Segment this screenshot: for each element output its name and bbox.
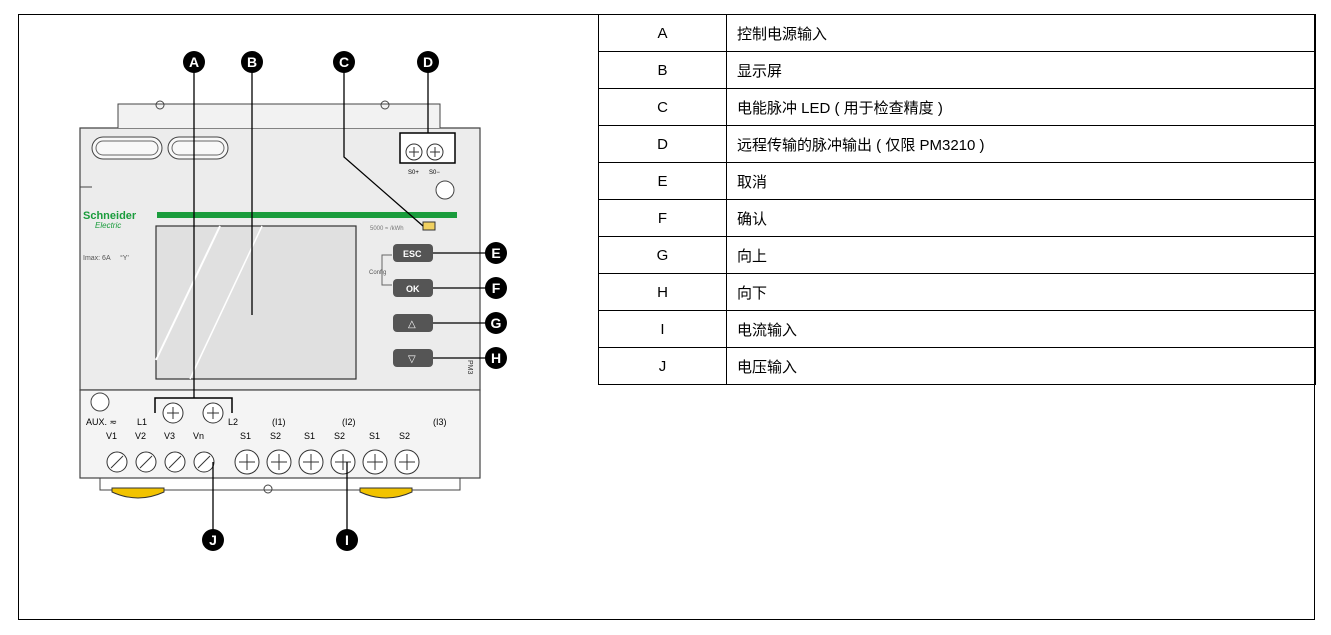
terminal-label: S2 [270,431,281,441]
brand-subname: Electric [95,221,121,230]
callout-label: J [209,532,217,548]
callout-circle [485,347,507,369]
brand-strip [157,212,457,218]
callout-label: D [423,54,433,70]
esc-button-label: ESC [403,249,422,259]
legend-key: G [598,236,727,274]
legend-desc: 远程传输的脉冲输出 ( 仅限 PM3210 ) [726,125,1316,163]
legend-desc: 显示屏 [726,51,1316,89]
up-button-label: △ [408,319,416,330]
callout-circle [485,242,507,264]
ok-button-label: OK [406,284,420,294]
aux-label: AUX. ≂ [86,417,117,427]
callout-circle [333,51,355,73]
callout-circle [241,51,263,73]
legend-key: E [598,162,727,200]
callout-label: E [491,245,500,261]
callout-circle [202,529,224,551]
meter-diagram: S0+ S0− Schneider Electric Imax: 6A °Y' … [79,51,507,551]
callout-markers: A B C D E F G H I J [183,51,507,551]
din-clip-right [359,487,413,499]
legend-key: D [598,125,727,163]
legend-desc: 向上 [726,236,1316,274]
legend-key: J [598,347,727,385]
l2-label: L2 [228,417,238,427]
mounting-slot-right [167,136,229,160]
legend-key: B [598,51,727,89]
i2-label: (I2) [342,417,356,427]
callout-circle [417,51,439,73]
legend-key: C [598,88,727,126]
callout-label: H [491,350,501,366]
down-button[interactable] [393,349,433,367]
legend-desc: 电流输入 [726,310,1316,348]
down-button-label: ▽ [408,354,416,365]
symbol-label: °Y' [120,254,129,262]
pulse-minus-label: S0− [429,170,440,176]
terminal-label: V2 [135,431,146,441]
callout-label: G [491,315,502,331]
l1-label: L1 [137,417,147,427]
esc-button[interactable] [393,244,433,262]
housing-top-ridge [117,103,441,128]
i3-label: (I3) [433,417,447,427]
terminal-label: Vn [193,431,204,441]
terminal-screws [106,449,420,475]
model-side-label: PM3 [466,360,473,375]
callout-circle [485,277,507,299]
terminal-label: V3 [164,431,175,441]
up-button[interactable] [393,314,433,332]
terminal-label: S1 [240,431,251,441]
din-clip-left [111,487,165,499]
terminal-label: V1 [106,431,117,441]
callout-label: F [492,280,501,296]
legend-desc: 确认 [726,199,1316,237]
ok-button[interactable] [393,279,433,297]
terminal-label: S1 [304,431,315,441]
callout-circle [336,529,358,551]
legend-desc: 电压输入 [726,347,1316,385]
callout-label: C [339,54,349,70]
legend-desc: 向下 [726,273,1316,311]
legend-desc: 电能脉冲 LED ( 用于检查精度 ) [726,88,1316,126]
i1-label: (I1) [272,417,286,427]
pulse-plus-label: S0+ [408,170,419,176]
terminal-label: S2 [334,431,345,441]
terminal-label: S2 [399,431,410,441]
legend-key: H [598,273,727,311]
energy-led [422,221,436,231]
legend-key: F [598,199,727,237]
pulse-rate-label: 5000 ≈ /kWh [370,226,404,232]
legend-desc: 取消 [726,162,1316,200]
legend-desc: 控制电源输入 [726,14,1316,52]
callout-label: A [189,54,199,70]
callout-circle [183,51,205,73]
terminal-label: S1 [369,431,380,441]
imax-label: Imax: 6A [83,255,111,262]
callout-label: I [345,532,349,548]
legend-key: A [598,14,727,52]
callout-circle [485,312,507,334]
mounting-slot-left [91,136,163,160]
display-screen [155,225,357,380]
legend-key: I [598,310,727,348]
brand-name: Schneider [83,210,137,222]
callout-label: B [247,54,257,70]
config-label: Config [369,270,386,276]
terminal-labels: V1 V2 V3 Vn S1 S2 S1 S2 S1 S2 [106,431,410,441]
